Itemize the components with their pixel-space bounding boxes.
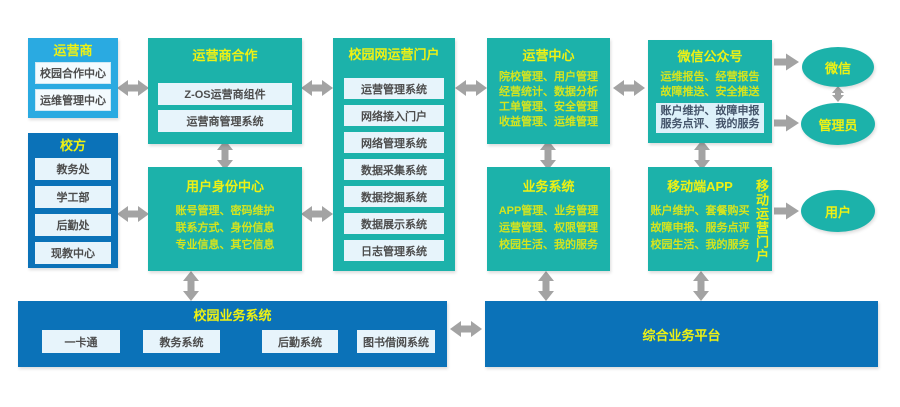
- arrow-wechatpub-to-mobileapp: [694, 140, 710, 170]
- identity-center-box: 用户身份中心 账号管理、密码维护 联系方式、身份信息 专业信息、其它信息: [148, 167, 302, 271]
- portal-title: 校园网运营门户: [348, 47, 440, 62]
- wechat-public-title: 微信公众号: [677, 49, 743, 64]
- biz-system-line: APP管理、业务管理: [498, 205, 599, 217]
- arrow-identity-to-campusbiz: [183, 271, 199, 301]
- actor-wechat: 微信: [802, 47, 874, 87]
- op-center-box: 运营中心 院校管理、用户管理 经营统计、数据分析 工单管理、安全管理 收益管理、…: [487, 38, 610, 144]
- portal-box: 校园网运营门户 运营管理系统 网络接入门户 网络管理系统 数据采集系统 数据挖掘…: [333, 38, 455, 271]
- mobile-app-line: 故障申报、服务点评: [650, 222, 750, 234]
- operator-coop-title: 运营商合作: [192, 48, 258, 63]
- school-item: 学工部: [35, 186, 111, 208]
- op-center-line: 工单管理、安全管理: [499, 101, 598, 113]
- operator-title: 运营商: [53, 43, 93, 58]
- arrow-campusbiz-to-platform: [450, 321, 482, 337]
- arrow-wechatpub-to-wechat: [774, 53, 799, 71]
- wechat-public-line: 故障推送、安全推送: [660, 86, 760, 98]
- op-center-title: 运营中心: [522, 48, 575, 63]
- biz-system-line: 校园生活、我的服务: [499, 239, 598, 251]
- identity-center-title: 用户身份中心: [185, 179, 264, 194]
- actor-user: 用户: [801, 190, 875, 232]
- portal-item: 日志管理系统: [344, 240, 444, 261]
- identity-center-line: 专业信息、其它信息: [175, 239, 275, 251]
- operator-coop-item: 运营商管理系统: [158, 110, 292, 132]
- arrow-operator-to-coop: [117, 80, 149, 96]
- campus-biz-item: 后勤系统: [262, 330, 338, 353]
- biz-system-title: 业务系统: [522, 179, 575, 194]
- op-center-line: 收益管理、运维管理: [499, 116, 598, 128]
- operator-item: 校园合作中心: [35, 62, 111, 84]
- arrow-identity-to-portal: [301, 206, 333, 222]
- arrow-opcenter-to-wechatpub: [613, 80, 645, 96]
- operator-coop-item: Z-OS运营商组件: [158, 83, 292, 105]
- portal-item: 网络接入门户: [344, 105, 444, 126]
- arrow-coop-to-portal: [301, 80, 333, 96]
- arrow-opcenter-to-bizsystem: [540, 140, 556, 170]
- campus-biz-title: 校园业务系统: [193, 308, 272, 323]
- identity-center-line: 联系方式、身份信息: [175, 222, 275, 234]
- school-box: 校方 教务处 学工部 后勤处 现教中心: [28, 133, 118, 268]
- portal-item: 数据挖掘系统: [344, 186, 444, 207]
- arrow-portal-to-opcenter: [455, 80, 487, 96]
- arrow-wechat-to-admin: [832, 86, 844, 102]
- wechat-service-panel-line: 账户维护、故障申报: [660, 105, 760, 117]
- school-item: 教务处: [35, 158, 111, 180]
- arrow-bizsystem-to-platform: [538, 271, 554, 301]
- op-center-line: 院校管理、用户管理: [499, 71, 598, 83]
- arrow-panel-to-admin: [774, 114, 799, 132]
- wechat-public-line: 运维报告、经营报告: [660, 71, 760, 83]
- mobile-app-box: 移动端APP 账户维护、套餐购买 故障申报、服务点评 校园生活、我的服务 移动运…: [648, 167, 772, 271]
- operator-item: 运维管理中心: [35, 89, 111, 111]
- portal-item: 运营管理系统: [344, 78, 444, 99]
- actor-admin: 管理员: [801, 103, 875, 145]
- integrated-platform-title: 综合业务平台: [642, 327, 721, 343]
- wechat-service-panel-line: 服务点评、我的服务: [660, 118, 760, 130]
- biz-system-line: 运营管理、权限管理: [499, 222, 598, 234]
- arrow-mobileapp-to-platform: [693, 271, 709, 301]
- campus-biz-box: 校园业务系统 一卡通 教务系统 后勤系统 图书借阅系统: [18, 301, 447, 367]
- arrow-mobileapp-to-user: [774, 202, 799, 220]
- campus-biz-item: 图书借阅系统: [357, 330, 435, 353]
- biz-system-box: 业务系统 APP管理、业务管理 运营管理、权限管理 校园生活、我的服务: [487, 167, 610, 271]
- portal-item: 数据展示系统: [344, 213, 444, 234]
- portal-item: 网络管理系统: [344, 132, 444, 153]
- operator-coop-box: 运营商合作 Z-OS运营商组件 运营商管理系统: [148, 38, 302, 144]
- identity-center-line: 账号管理、密码维护: [175, 205, 275, 217]
- campus-biz-item: 一卡通: [42, 330, 120, 353]
- operator-box: 运营商 校园合作中心 运维管理中心: [28, 38, 118, 118]
- op-center-line: 经营统计、数据分析: [499, 86, 598, 98]
- mobile-portal-vertical-label: 移动运营门户: [754, 179, 769, 263]
- school-item: 现教中心: [35, 242, 111, 264]
- wechat-public-box: 微信公众号 运维报告、经营报告 故障推送、安全推送 账户维护、故障申报 服务点评…: [648, 40, 772, 143]
- mobile-app-line: 校园生活、我的服务: [650, 239, 750, 251]
- arrow-school-to-identity: [117, 206, 149, 222]
- integrated-platform-box: 综合业务平台: [485, 301, 878, 367]
- wechat-service-panel: 账户维护、故障申报 服务点评、我的服务: [656, 103, 764, 133]
- mobile-app-title: 移动端APP: [667, 179, 733, 194]
- school-item: 后勤处: [35, 214, 111, 236]
- school-title: 校方: [59, 138, 86, 153]
- portal-item: 数据采集系统: [344, 159, 444, 180]
- mobile-app-line: 账户维护、套餐购买: [650, 205, 750, 217]
- campus-biz-item: 教务系统: [143, 330, 220, 353]
- arrow-coop-to-identity: [217, 140, 233, 170]
